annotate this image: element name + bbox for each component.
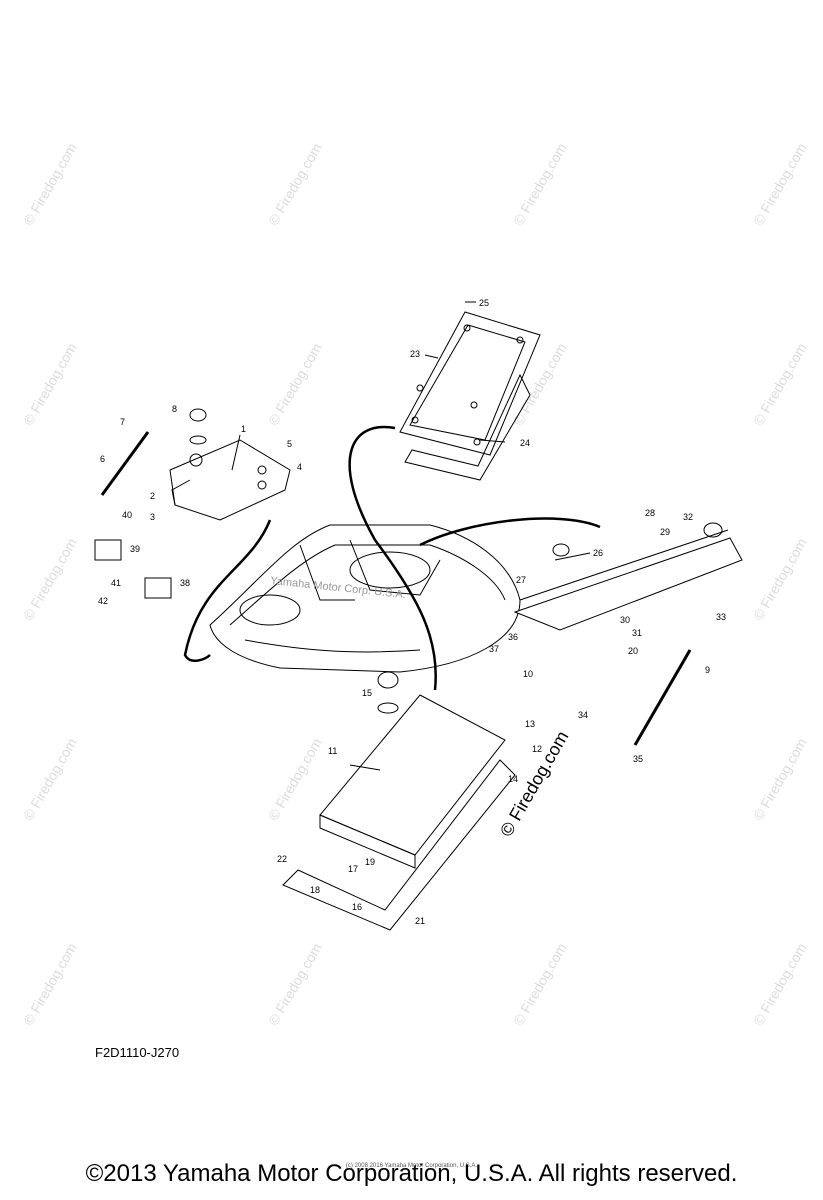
gas-strut-6 (100, 431, 150, 496)
part-label: 26 (593, 548, 603, 558)
cable (373, 539, 437, 691)
cable (348, 425, 396, 541)
part-label: 28 (645, 508, 655, 518)
part-label: 42 (98, 596, 108, 606)
part-label: 8 (172, 404, 177, 414)
part-label: 18 (310, 885, 320, 895)
part-label: 33 (716, 612, 726, 622)
part-label: 5 (287, 439, 292, 449)
part-label: 38 (180, 578, 190, 588)
part-label: 29 (660, 527, 670, 537)
boat-hull (209, 524, 521, 673)
part-label: 40 (122, 510, 132, 520)
part-label: 12 (532, 744, 542, 754)
part-label: 6 (100, 454, 105, 464)
part-label: 19 (365, 857, 375, 867)
part-label: 14 (508, 774, 518, 784)
part-label: 31 (632, 628, 642, 638)
part-label: 17 (348, 864, 358, 874)
part-label: 37 (489, 644, 499, 654)
cable (419, 517, 601, 547)
part-label: 39 (130, 544, 140, 554)
part-label: 21 (415, 916, 425, 926)
part-label: 35 (633, 754, 643, 764)
part-label: 24 (520, 438, 530, 448)
part-label: 22 (277, 854, 287, 864)
part-number-labels: 1 2 3 4 5 6 7 8 9 10 11 12 13 14 15 16 1… (98, 298, 726, 926)
cable (183, 519, 272, 662)
part-label: 2 (150, 491, 155, 501)
part-label: 23 (410, 349, 420, 359)
part-label: 3 (150, 512, 155, 522)
copyright-notice: ©2013 Yamaha Motor Corporation, U.S.A. A… (85, 1160, 738, 1187)
part-label: 4 (297, 462, 302, 472)
latch-39 (94, 539, 122, 561)
part-label: 32 (683, 512, 693, 522)
part-label: 25 (479, 298, 489, 308)
part-label: 15 (362, 688, 372, 698)
latch-38 (144, 577, 172, 599)
rear-deck-panel (513, 522, 743, 631)
part-label: 41 (111, 578, 121, 588)
part-label: 34 (578, 710, 588, 720)
part-label: 10 (523, 669, 533, 679)
part-label: 20 (628, 646, 638, 656)
part-label: 36 (508, 632, 518, 642)
part-label: 11 (328, 746, 337, 756)
tiny-credit: (c) 2008 2016 Yamaha Motor Corporation, … (345, 1163, 478, 1169)
part-label: 1 (241, 424, 246, 434)
hatch-lid-top (399, 311, 541, 481)
part-label: 16 (352, 902, 362, 912)
part-label: 27 (516, 575, 526, 585)
diagram-code: F2D1110-J270 (95, 1045, 180, 1060)
lower-hatch (282, 671, 516, 931)
part-label: 7 (120, 417, 125, 427)
left-storage-lid (169, 408, 291, 521)
part-label: 13 (525, 719, 535, 729)
part-label: 9 (705, 665, 710, 675)
part-label: 30 (620, 615, 630, 625)
gas-strut-35 (633, 649, 692, 746)
